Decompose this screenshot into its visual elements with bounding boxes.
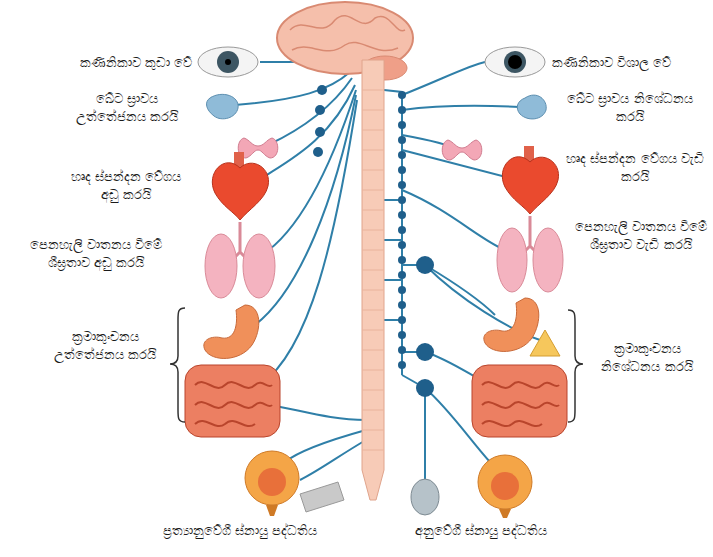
effect-label: හෘද ස්පන්දන වේගය අඩු කරයි — [70, 168, 182, 204]
effect-label: කණිනිකාව විශාල වේ — [552, 54, 708, 72]
effect-label: හෘද ස්පන්දන වේගය වැඩි කරයි — [566, 150, 704, 186]
effect-label: ක්‍රමාකුංචනය නිශේධනය කරයි — [588, 340, 706, 376]
effect-label: පෙනහැලි වාතනය වීමේ ශීඝ්‍රතාව අඩු කරයි — [12, 236, 180, 272]
effect-label: ක්‍රමාකුංචනය උත්තේජනය කරයි — [44, 328, 166, 364]
effect-label: පෙනහැලි වාතනය වීමේ ශීඝ්‍රතාව වැඩි කරයි — [574, 218, 708, 254]
effect-label: ඛේට ස්‍රාවය නිශේධනය කරයි — [556, 90, 704, 126]
effect-label: කණිනිකාව කුඩා වේ — [18, 54, 192, 72]
system-label: ප්‍රත්‍යානුවේගී ස්නායු පද්ධතිය — [130, 522, 350, 540]
effect-label: ඛේට ස්‍රාවය උත්තේජනය කරයි — [62, 90, 192, 126]
system-label: අනුවේගී ස්නායු පද්ධතිය — [386, 522, 576, 540]
